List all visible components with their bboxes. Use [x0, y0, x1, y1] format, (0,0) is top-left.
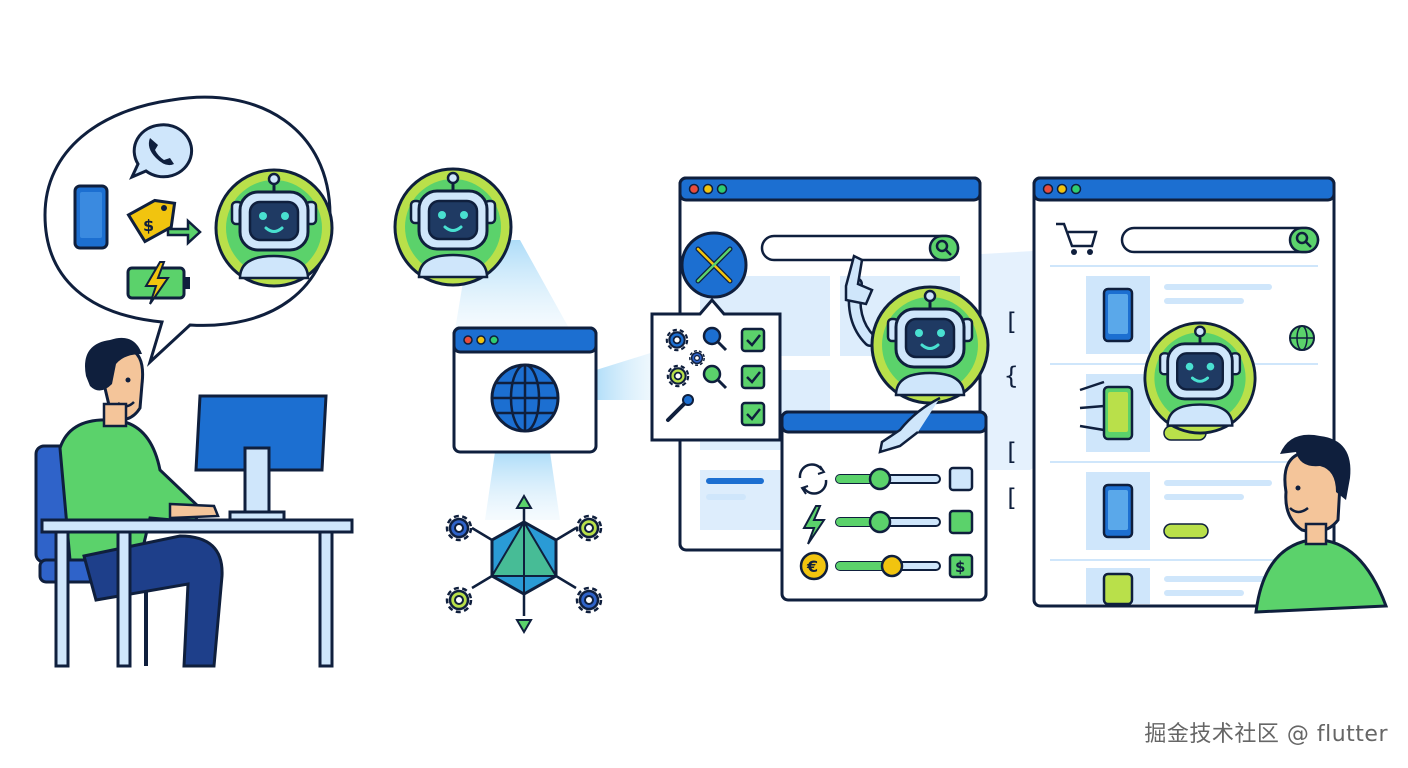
arrow-right-icon: [166, 218, 202, 246]
tools-icon: [680, 231, 748, 299]
search-icon[interactable]: [928, 234, 960, 262]
user-legs: [82, 534, 224, 668]
tool-checklist-popup: [650, 297, 782, 442]
user-hair: [85, 337, 142, 391]
robot-hand: [878, 396, 941, 454]
selection-lines: [1079, 380, 1105, 432]
checkbox-speed[interactable]: [948, 509, 974, 535]
preferences-panel: € $: [780, 396, 988, 602]
network-hub: [445, 494, 603, 634]
product-list-item[interactable]: [1086, 276, 1315, 354]
product-list-item[interactable]: [1086, 568, 1272, 606]
dollar-icon: $: [948, 553, 974, 579]
slider-speed[interactable]: [835, 510, 941, 534]
agent-bot-avatar-shopping: [870, 285, 990, 405]
checkbox-checked-icon: [740, 364, 766, 390]
search-icon[interactable]: [1288, 226, 1320, 254]
magnifier-icon: [702, 364, 728, 390]
lightning-icon: [802, 505, 826, 545]
search-input[interactable]: [760, 234, 960, 262]
checkbox-checked-icon: [740, 401, 766, 427]
globe-icon: [1289, 325, 1315, 351]
shopping-cart-icon[interactable]: [1056, 222, 1098, 255]
agent-bot-avatar-center: [393, 167, 513, 287]
magnifier-icon: [702, 326, 728, 352]
beam-browser-to-network: [485, 452, 560, 520]
svg-text:€: €: [806, 557, 818, 576]
chat-call-icon: [129, 123, 194, 180]
agent-bot-avatar-store: [1143, 321, 1257, 435]
gear-icon: [575, 586, 603, 614]
product-list-item[interactable]: [1086, 374, 1207, 452]
assistant-bot-avatar-left: [214, 168, 334, 288]
slider-price[interactable]: [835, 554, 941, 578]
euro-coin-icon: €: [799, 551, 829, 581]
gear-icon: [575, 514, 603, 542]
browser-globe-window: [452, 326, 598, 454]
checkbox-refresh[interactable]: [948, 466, 974, 492]
pointing-robot-arm: [844, 254, 877, 347]
desk: [40, 518, 354, 668]
globe-icon: [490, 363, 560, 433]
happy-customer: [1254, 434, 1389, 614]
beam-browser-to-tools: [596, 350, 660, 400]
svg-text:$: $: [955, 558, 965, 576]
refresh-icon: [798, 463, 828, 495]
price-tag-icon: $: [126, 198, 177, 244]
battery-charging-icon: [126, 261, 190, 305]
phone-icon: [73, 184, 109, 250]
slider-refresh[interactable]: [835, 467, 941, 491]
gear-icon: [445, 586, 473, 614]
customer-hair: [1280, 434, 1351, 500]
checkbox-checked-icon: [740, 327, 766, 353]
wrench-icon: [666, 394, 694, 422]
store-search-input[interactable]: [1120, 226, 1320, 254]
computer-monitor: [194, 394, 328, 524]
svg-text:$: $: [143, 216, 154, 235]
product-list-item[interactable]: [1086, 472, 1272, 550]
gear-icon: [445, 514, 473, 542]
watermark: 掘金技术社区 @ flutter: [1144, 722, 1388, 747]
